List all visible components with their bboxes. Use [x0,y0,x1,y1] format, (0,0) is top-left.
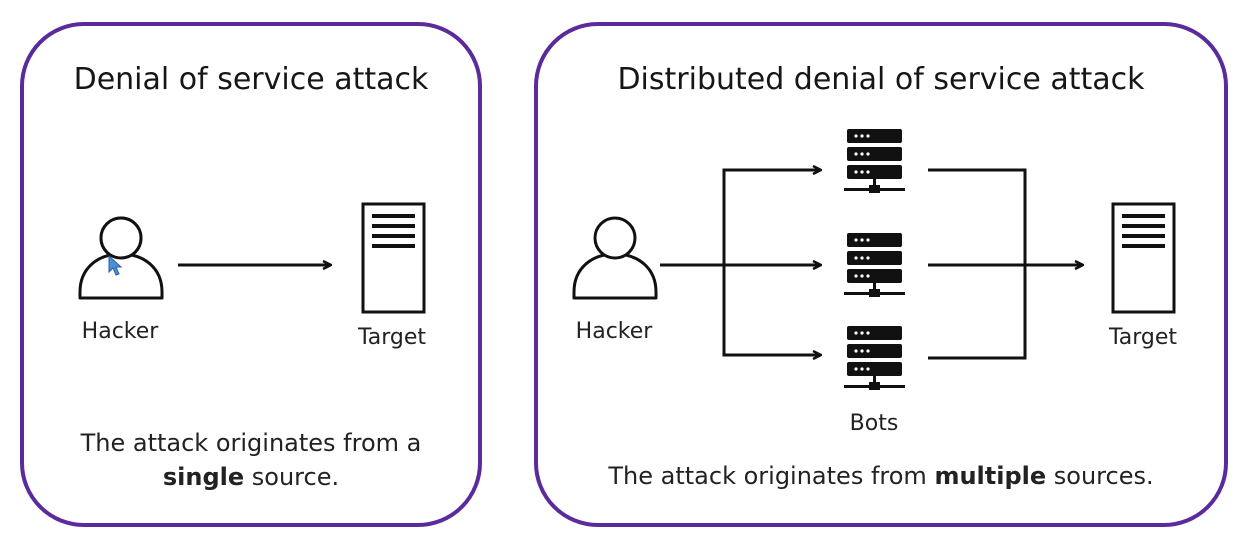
ddos-target-label: Target [1108,325,1178,350]
dos-caption-suffix: source. [244,463,340,491]
ddos-target-server-icon [1111,202,1176,314]
dos-caption-emphasis: single [162,463,245,491]
ddos-title: Distributed denial of service attack [617,62,1145,97]
ddos-hacker-person-icon [572,216,658,300]
ddos-caption: The attack originates from multiple sour… [534,459,1228,493]
dos-target-label: Target [357,325,427,350]
dos-title: Denial of service attack [73,62,429,97]
dos-caption-prefix: The attack originates from a [80,429,422,457]
dos-target-server-icon [361,202,426,314]
ddos-converge-arrows-icon [928,168,1082,360]
bot-server-rack-icon-3 [844,326,905,390]
cursor-icon [108,254,123,276]
ddos-hacker-label: Hacker [575,319,653,344]
ddos-fanout-arrows-icon [660,170,820,355]
ddos-caption-emphasis: multiple [934,462,1047,490]
ddos-bots-label: Bots [849,411,899,436]
ddos-caption-suffix: sources. [1046,462,1154,490]
ddos-caption-prefix: The attack originates from [608,462,935,490]
bot-server-rack-icon-2 [844,233,905,297]
dos-hacker-label: Hacker [81,319,159,344]
dos-caption: The attack originates from a single sour… [20,426,482,494]
dos-hacker-person-icon [78,216,164,300]
bot-server-rack-icon-1 [844,129,905,193]
